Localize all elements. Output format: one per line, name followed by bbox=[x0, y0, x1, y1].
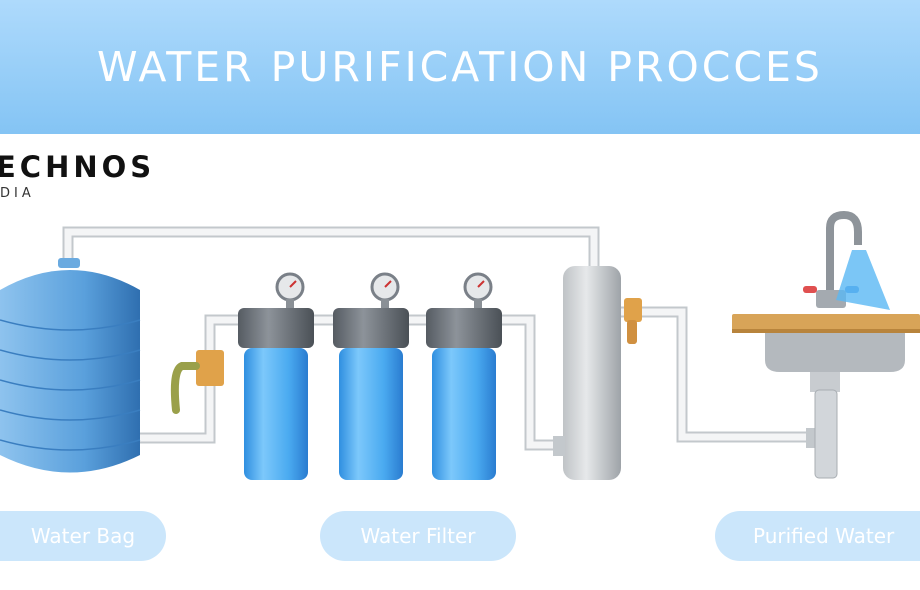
label-water-filter: Water Filter bbox=[320, 511, 516, 561]
sink bbox=[732, 210, 920, 479]
logo-text: ECHNOS bbox=[0, 150, 156, 184]
label-water-bag: Water Bag bbox=[0, 511, 166, 561]
membrane-column bbox=[553, 266, 621, 480]
label-purified-water: Purified Water bbox=[715, 511, 920, 561]
water-tank bbox=[0, 258, 141, 473]
outlet-valve bbox=[624, 298, 642, 344]
filter-units bbox=[238, 272, 502, 480]
title-banner: WATER PURIFICATION PROCCES bbox=[0, 0, 920, 134]
inlet-valve bbox=[170, 350, 224, 414]
filter-3 bbox=[426, 272, 502, 480]
filter-1 bbox=[238, 272, 314, 480]
filter-2 bbox=[333, 272, 409, 480]
water-stream bbox=[836, 250, 890, 310]
logo-subtext: DIA bbox=[0, 186, 35, 201]
page-title: WATER PURIFICATION PROCCES bbox=[97, 43, 823, 91]
brand-logo: ECHNOS DIA bbox=[0, 150, 155, 201]
